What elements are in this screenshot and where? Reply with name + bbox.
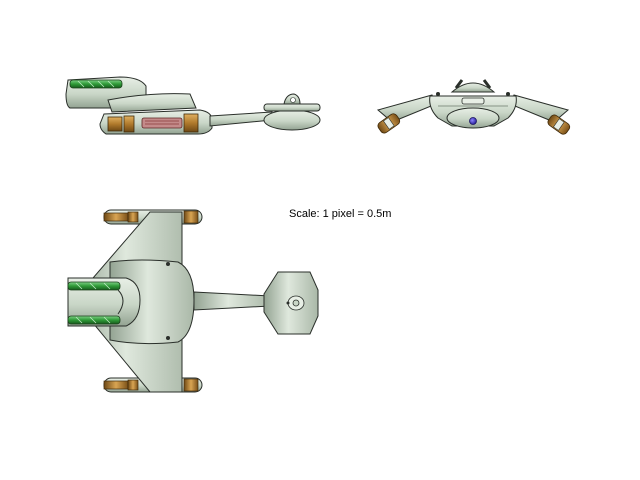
front-hull xyxy=(429,92,517,129)
top-engine-housing xyxy=(67,277,141,327)
front-dorsal-dome xyxy=(450,82,496,93)
front-left-nacelle xyxy=(377,113,401,134)
front-right-nacelle xyxy=(547,114,571,135)
command-pod-side xyxy=(263,93,321,131)
command-pod-top xyxy=(263,271,319,335)
side-wing xyxy=(107,93,197,113)
top-boom xyxy=(193,291,271,311)
top-view xyxy=(67,209,319,393)
side-boom xyxy=(209,111,273,127)
front-view xyxy=(376,79,571,135)
side-view xyxy=(65,76,321,135)
deflector-dish xyxy=(469,117,477,125)
scale-label: Scale: 1 pixel = 0.5m xyxy=(289,208,392,220)
main-hull xyxy=(99,109,213,135)
